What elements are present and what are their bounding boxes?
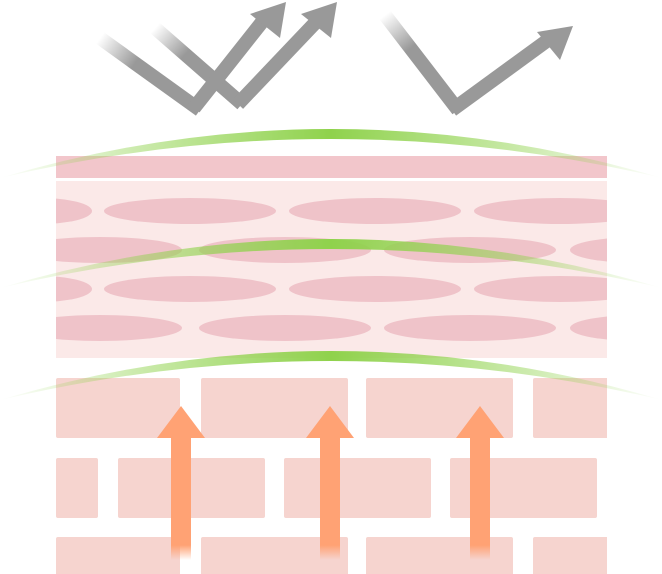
cell-oval: [289, 198, 461, 224]
protective-film-middle: [0, 239, 662, 288]
arrow-up-icon: [456, 406, 504, 438]
cell-oval: [474, 198, 607, 224]
brick: [201, 378, 348, 438]
arrow-up-icon: [171, 436, 191, 560]
protective-film-bottom: [0, 351, 662, 400]
diagonal-line-icon: [379, 10, 464, 115]
cell-oval: [289, 276, 461, 302]
arrow-up-right-icon: [537, 26, 573, 60]
arrow-up-icon: [306, 406, 354, 438]
brick: [118, 458, 265, 518]
cell-oval: [104, 276, 276, 302]
diagonal-line-icon: [95, 32, 205, 116]
cell-oval: [104, 198, 276, 224]
brick: [56, 378, 180, 438]
cell-oval: [474, 276, 607, 302]
brick: [56, 458, 98, 518]
cell-oval: [56, 198, 92, 224]
arrow-up-right-icon: [232, 17, 322, 109]
arrow-up-icon: [320, 436, 340, 560]
brick: [533, 537, 607, 574]
brick: [56, 537, 180, 574]
arrow-up-icon: [157, 406, 205, 438]
brick: [284, 458, 431, 518]
cell-oval: [56, 315, 182, 341]
arrow-up-right-icon: [250, 2, 286, 38]
arrow-up-icon: [470, 436, 490, 560]
cell-oval: [570, 316, 607, 340]
brick: [533, 378, 607, 438]
arrow-up-right-icon: [447, 34, 553, 116]
reflection-group-left: [95, 2, 337, 116]
cell-oval: [570, 238, 607, 262]
arrow-up-right-icon: [188, 17, 268, 113]
reflection-group-right: [379, 10, 573, 116]
cell-oval: [384, 315, 556, 341]
rising-arrows: [157, 406, 504, 560]
arrow-up-right-icon: [301, 2, 337, 38]
top-skin-band: [56, 156, 607, 178]
brick: [366, 537, 513, 574]
protective-film-top: [0, 129, 662, 178]
cell-oval: [56, 276, 92, 302]
brick: [201, 537, 348, 574]
cell-oval: [199, 315, 371, 341]
diagonal-line-icon: [150, 22, 247, 110]
